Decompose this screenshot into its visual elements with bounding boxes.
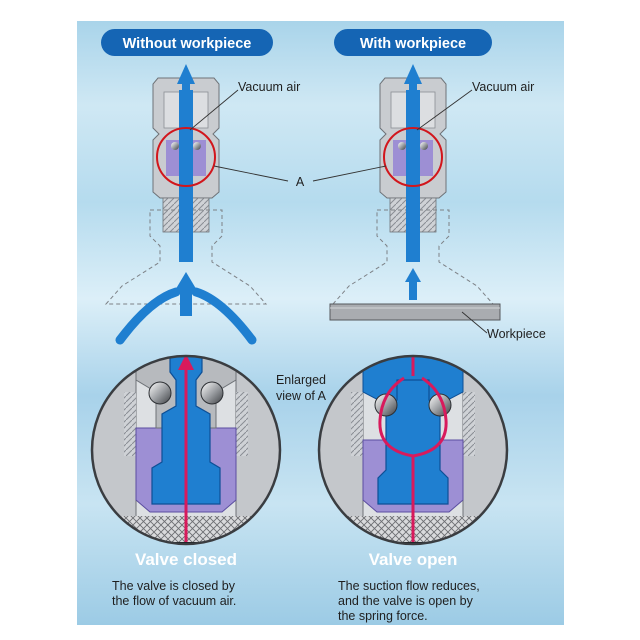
- air-flow-arrow-icon: [178, 356, 194, 370]
- header-right-pill: [334, 29, 492, 56]
- leader-workpiece: [461, 311, 488, 334]
- label-vacuum-air-right: Vacuum air: [472, 80, 534, 94]
- right-inflow-center: [409, 280, 417, 300]
- leader-vacuum-left: [189, 89, 239, 131]
- left-inflow-right: [191, 287, 257, 345]
- suction-arrow-icon: [177, 64, 195, 84]
- left-callout-circle: [156, 127, 216, 187]
- header-right-label: With workpiece: [360, 36, 466, 52]
- enlarged-right-frame: [317, 354, 509, 546]
- left-suction-pad: [104, 209, 268, 305]
- air-flow-arrow-icon: [405, 340, 421, 356]
- state-left-caption-1: The valve is closed by: [112, 579, 236, 593]
- label-enlarged-1: Enlarged: [276, 373, 326, 387]
- right-flow-channel: [406, 90, 420, 262]
- ball-icon: [200, 381, 224, 405]
- leader-a-right: [312, 165, 387, 182]
- state-right-caption-2: and the valve is open by: [338, 594, 474, 608]
- state-left-title: Valve closed: [135, 550, 237, 569]
- state-right-caption-3: the spring force.: [338, 609, 428, 623]
- right-callout-circle: [383, 127, 443, 187]
- header-left-pill: [101, 29, 273, 56]
- vacuum-valve-diagram: Without workpiece With workpiece: [90, 29, 546, 623]
- suction-arrow-icon: [405, 268, 421, 282]
- state-left-caption-2: the flow of vacuum air.: [112, 594, 236, 608]
- left-valve-assembly: [104, 64, 268, 345]
- leader-vacuum-right: [416, 89, 473, 131]
- ball-icon: [398, 142, 406, 150]
- state-right-caption-1: The suction flow reduces,: [338, 579, 480, 593]
- label-enlarged-2: view of A: [276, 389, 327, 403]
- label-a: A: [296, 175, 305, 189]
- right-valve-assembly: [329, 64, 501, 321]
- right-thread-r: [463, 392, 475, 456]
- header-left-label: Without workpiece: [123, 36, 252, 52]
- header-right: With workpiece: [334, 29, 492, 56]
- left-flow-top: [182, 82, 190, 102]
- left-inflow-left: [115, 287, 181, 345]
- left-flow-channel: [179, 90, 193, 262]
- suction-arrow-icon: [174, 272, 198, 292]
- enlarged-left-frame: [90, 354, 282, 546]
- right-air-right: [412, 376, 448, 458]
- ball-icon: [193, 142, 201, 150]
- left-inflow-center: [180, 290, 192, 316]
- right-flow-top: [409, 82, 417, 102]
- ball-icon: [148, 381, 172, 405]
- right-thread-l: [351, 392, 363, 456]
- state-right-title: Valve open: [369, 550, 458, 569]
- ball-icon: [171, 142, 179, 150]
- enlarged-view-left: [90, 354, 282, 546]
- diagram-panel: Without workpiece With workpiece: [77, 21, 564, 625]
- suction-arrow-icon: [404, 64, 422, 84]
- leader-a-left: [213, 165, 289, 182]
- right-air-left: [378, 376, 414, 458]
- label-vacuum-air-left: Vacuum air: [238, 80, 300, 94]
- label-workpiece: Workpiece: [487, 327, 546, 341]
- annotations: Vacuum air Vacuum air A Workpiece Enlarg…: [189, 80, 546, 403]
- ball-icon: [420, 142, 428, 150]
- workpiece-plate: [329, 303, 501, 321]
- left-thread-r: [236, 392, 248, 456]
- left-thread-l: [124, 392, 136, 456]
- enlarged-view-right: [317, 340, 509, 546]
- header-left: Without workpiece: [101, 29, 273, 56]
